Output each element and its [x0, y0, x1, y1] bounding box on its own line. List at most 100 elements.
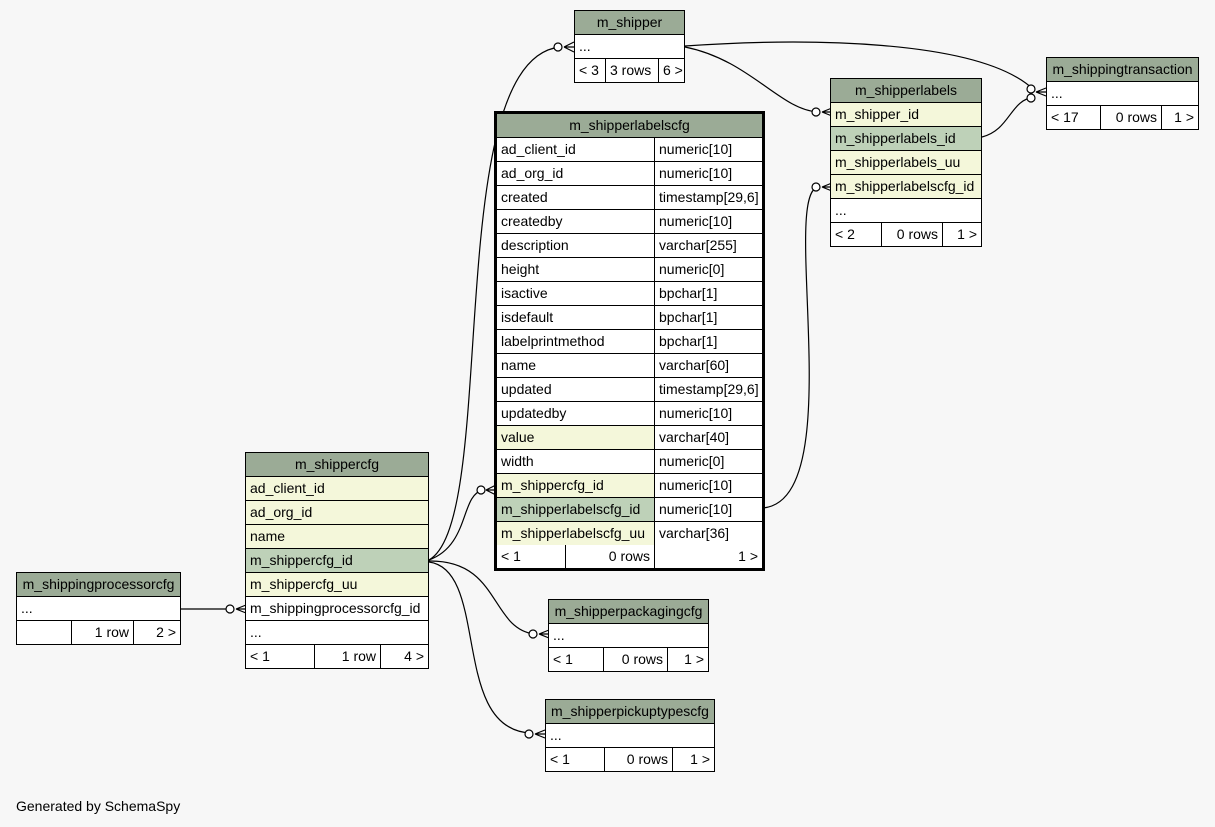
column-pk[interactable]: m_shippercfg_id [250, 552, 353, 568]
edge-shipperlabelscfg-to-shipperlabels [762, 186, 819, 509]
column-fk[interactable]: m_shippingprocessorcfg_id [250, 600, 421, 616]
nav-next[interactable]: 1 > [667, 648, 708, 671]
table-header[interactable]: m_shipperpackagingcfg [549, 600, 708, 624]
nav-next[interactable]: 2 > [133, 621, 180, 644]
nav-prev[interactable]: < 1 [501, 548, 521, 564]
nav-prev[interactable] [17, 621, 71, 644]
column-name: name [501, 357, 537, 373]
column-name: createdby [501, 213, 563, 229]
table-header[interactable]: m_shippingtransaction [1047, 58, 1198, 82]
optional-marker-shipperlabels-shipperid [811, 107, 821, 117]
nav-next[interactable]: 1 > [654, 545, 762, 568]
table-m-shippingprocessorcfg[interactable]: m_shippingprocessorcfg ... 1 row 2 > [16, 572, 181, 645]
table-header[interactable]: m_shipperpickuptypescfg [546, 700, 714, 724]
crowfoot-shippingtransaction [1035, 87, 1047, 97]
row-count: 0 rows [603, 648, 667, 671]
optional-marker-packagingcfg [528, 629, 538, 639]
column-type: varchar[255] [654, 234, 762, 257]
column-row[interactable]: name varchar[60] [497, 354, 762, 378]
table-m-shipper[interactable]: m_shipper ... < 3 3 rows 6 > [574, 10, 685, 83]
edge-shippercfg-to-shipper [428, 46, 561, 561]
column-name: m_shippercfg_id [497, 474, 654, 497]
generated-by-footer: Generated by SchemaSpy [16, 798, 181, 814]
table-m-shipperpickuptypescfg[interactable]: m_shipperpickuptypescfg ... < 1 0 rows 1… [545, 699, 715, 772]
column-fk[interactable]: m_shipper_id [835, 106, 920, 122]
table-header[interactable]: m_shipperlabelscfg [497, 114, 762, 138]
optional-marker-shipperlabelscfg [476, 485, 486, 495]
optional-marker-shipperlabels-cfgid [811, 182, 821, 192]
column-name: isactive [501, 285, 548, 301]
column-type: bpchar[1] [654, 306, 762, 329]
edge-shipperlabels-to-shippingtransaction [981, 96, 1035, 138]
nav-next[interactable]: 1 > [1161, 106, 1198, 129]
crowfoot-pickuptypescfg [534, 729, 546, 739]
column-row[interactable]: created timestamp[29,6] [497, 186, 762, 210]
column-type: numeric[10] [654, 210, 762, 233]
optional-marker-shippingtransaction-2 [1026, 93, 1036, 103]
table-m-shippingtransaction[interactable]: m_shippingtransaction ... < 17 0 rows 1 … [1046, 57, 1199, 130]
edge-shippercfg-to-packagingcfg [428, 560, 535, 635]
table-header[interactable]: m_shipperlabels [831, 79, 981, 103]
row-count: 0 rows [881, 223, 942, 246]
optional-marker-shippingtransaction-1 [1026, 84, 1036, 94]
row-count: 0 rows [565, 545, 654, 568]
column[interactable]: ad_org_id [250, 504, 313, 520]
column[interactable]: m_shippercfg_uu [250, 576, 358, 592]
nav-prev[interactable]: < 17 [1051, 109, 1079, 125]
column-ellipsis: ... [1051, 85, 1063, 101]
column-type: timestamp[29,6] [654, 378, 762, 401]
column-pk[interactable]: m_shipperlabels_id [835, 130, 956, 146]
column-ellipsis: ... [579, 38, 591, 54]
column-name: ad_org_id [501, 165, 564, 181]
column-type: numeric[10] [654, 498, 762, 521]
nav-prev[interactable]: < 2 [835, 226, 855, 242]
nav-prev[interactable]: < 1 [250, 648, 270, 664]
table-header[interactable]: m_shippingprocessorcfg [17, 573, 180, 597]
nav-prev[interactable]: < 1 [550, 751, 570, 767]
column-fk[interactable]: m_shipperlabelscfg_id [835, 178, 975, 194]
column-ellipsis: ... [21, 600, 33, 616]
column-name: m_shipperlabelscfg_uu [497, 522, 654, 545]
column[interactable]: name [250, 528, 286, 544]
column-name: m_shipperlabelscfg_id [497, 498, 654, 521]
nav-next[interactable]: 1 > [672, 748, 714, 771]
nav-prev[interactable]: < 1 [553, 651, 573, 667]
column-type: varchar[60] [654, 354, 762, 377]
table-m-shipperlabels[interactable]: m_shipperlabels m_shipper_id m_shipperla… [830, 78, 982, 247]
table-m-shippercfg[interactable]: m_shippercfg ad_client_id ad_org_id name… [245, 452, 429, 669]
column-name: created [501, 189, 548, 205]
column[interactable]: ad_client_id [250, 480, 325, 496]
row-count: 0 rows [604, 748, 672, 771]
column-ellipsis: ... [553, 627, 565, 643]
column[interactable]: m_shipperlabels_uu [835, 154, 961, 170]
table-header[interactable]: m_shipper [575, 11, 684, 35]
column-type: timestamp[29,6] [654, 186, 762, 209]
nav-next[interactable]: 4 > [380, 645, 428, 668]
nav-prev[interactable]: < 3 [579, 62, 599, 78]
column-ellipsis: ... [550, 727, 562, 743]
table-m-shipperpackagingcfg[interactable]: m_shipperpackagingcfg ... < 1 0 rows 1 > [548, 599, 709, 672]
nav-next[interactable]: 6 > [658, 59, 684, 82]
column-name: updatedby [501, 405, 567, 421]
table-header[interactable]: m_shippercfg [246, 453, 428, 477]
edge-shippercfg-to-pickuptypescfg [428, 561, 532, 734]
column-name: width [501, 453, 534, 469]
column-row[interactable]: createdby numeric[10] [497, 210, 762, 234]
nav-next[interactable]: 1 > [942, 223, 981, 246]
edge-shipper-to-shipperlabels [684, 46, 819, 113]
